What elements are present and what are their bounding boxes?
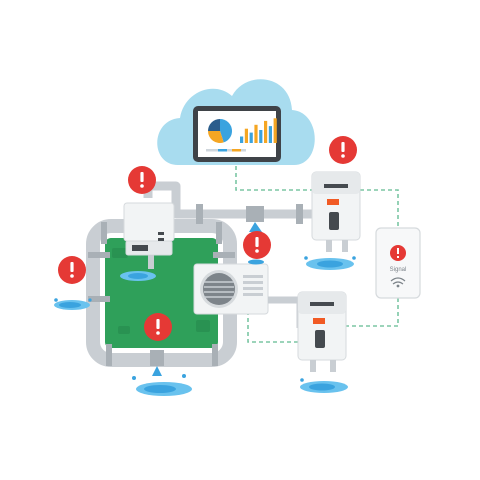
alert-icon xyxy=(58,256,86,284)
pie-slice xyxy=(220,119,232,143)
alerts xyxy=(58,136,357,341)
screen-bar xyxy=(244,128,248,143)
screen-bar xyxy=(268,126,272,143)
water-leak-icon xyxy=(248,259,264,265)
water-heater-bottom xyxy=(297,291,347,372)
link-cloud-heater xyxy=(235,166,312,191)
screen-bar xyxy=(240,136,244,143)
cloud xyxy=(157,79,315,165)
leak-drip xyxy=(249,222,262,232)
water-leak-icon xyxy=(132,366,192,396)
screen-legend-accent xyxy=(218,149,227,152)
alert-icon xyxy=(144,313,172,341)
ac-unit xyxy=(193,263,304,328)
screen-bar xyxy=(273,118,277,143)
link-sensor-heater2 xyxy=(346,298,399,327)
sensor-label: Signal xyxy=(390,267,407,273)
boiler-unit xyxy=(123,202,175,269)
water-leak-icon xyxy=(54,298,92,310)
water-leak-icon xyxy=(300,378,348,393)
alert-icon xyxy=(243,231,271,259)
alert-icon xyxy=(128,166,156,194)
pie-slice xyxy=(208,131,224,143)
screen-bar xyxy=(264,120,268,143)
water-leak-icon xyxy=(120,271,156,281)
link-heater2-ac xyxy=(247,310,298,343)
tablet xyxy=(193,106,281,162)
screen-bar-chart xyxy=(240,118,277,143)
screen-bar xyxy=(249,132,253,143)
alert-icon xyxy=(329,136,357,164)
floor-pad xyxy=(105,238,218,348)
screen-pie-chart xyxy=(208,119,232,143)
water-heater-top xyxy=(311,171,361,252)
link-heater-sensor xyxy=(360,189,399,228)
floor-pad-pattern xyxy=(112,248,210,334)
screen-bar xyxy=(259,130,263,143)
puddles xyxy=(54,256,356,396)
screen-bar xyxy=(254,124,258,143)
screen-legend-accent xyxy=(232,149,241,152)
leak-sensor-device: Signal xyxy=(375,227,421,299)
drain-outlet xyxy=(150,350,164,366)
water-leak-icon xyxy=(304,256,356,270)
pie-slice xyxy=(208,119,220,131)
wifi-icon xyxy=(390,277,406,288)
pipe-joints xyxy=(88,222,235,366)
